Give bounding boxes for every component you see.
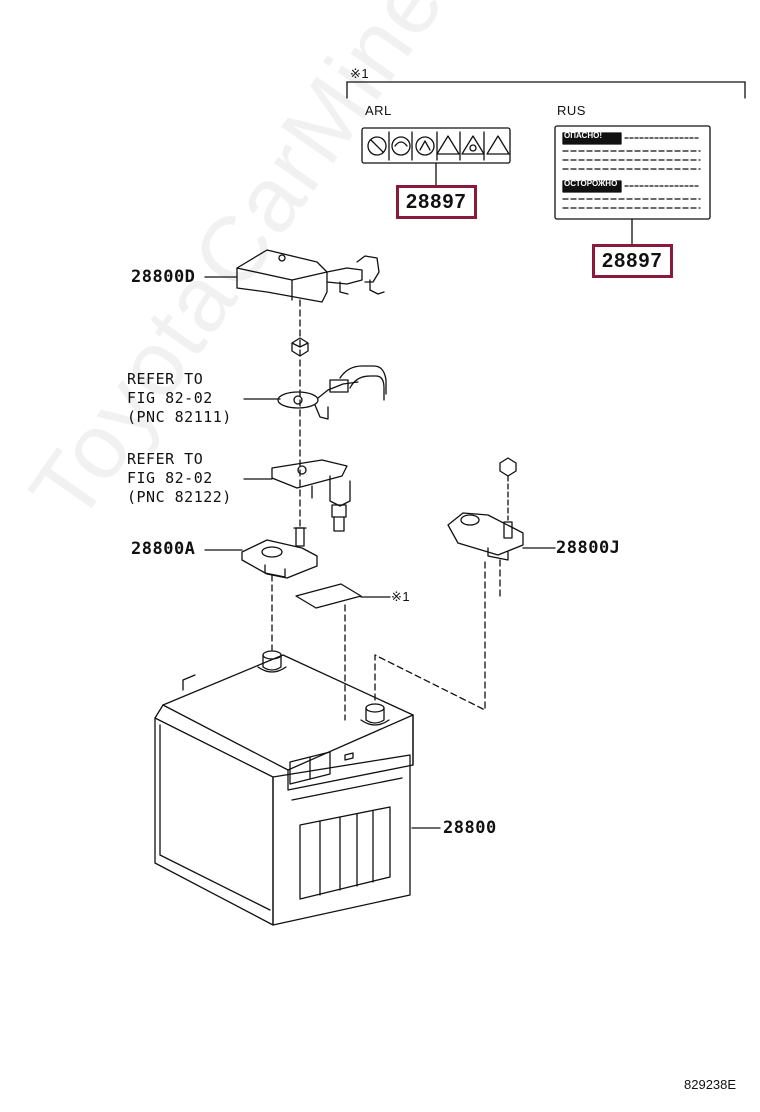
figure-id: 829238E — [684, 1077, 737, 1092]
pos-terminal-part-number[interactable]: 28800J — [556, 538, 621, 558]
bracket-2-drawing — [271, 459, 351, 532]
battery-drawing — [154, 650, 414, 926]
label-piece-drawing — [295, 583, 362, 609]
negative-terminal-drawing — [241, 527, 318, 579]
ref-82122-text: REFER TO FIG 82-02 (PNC 82122) — [127, 450, 232, 506]
rus-warning-2: ОСТОРОЖНО — [564, 179, 618, 188]
label-piece-note: ※1 — [391, 589, 411, 604]
cover-part-number[interactable]: 28800D — [131, 267, 196, 287]
battery-part-number[interactable]: 28800 — [443, 818, 497, 838]
cable-clamp-1-drawing — [277, 365, 387, 420]
rus-warning-1: ОПАСНО! — [564, 131, 602, 140]
arl-part-number[interactable]: 28897 — [396, 185, 477, 219]
ref-82111-text: REFER TO FIG 82-02 (PNC 82111) — [127, 370, 232, 426]
variant-note-mark: ※1 — [350, 66, 370, 81]
neg-terminal-part-number[interactable]: 28800A — [131, 539, 196, 559]
arl-label-sticker — [361, 127, 511, 164]
nut-drawing — [291, 337, 309, 357]
variant-bracket — [346, 81, 746, 99]
rus-part-number[interactable]: 28897 — [592, 244, 673, 278]
arl-variant-label: ARL — [365, 103, 392, 118]
positive-terminal-drawing — [447, 457, 524, 561]
terminal-cover-drawing — [236, 249, 385, 303]
rus-variant-label: RUS — [557, 103, 586, 118]
pos-axis-line — [374, 559, 501, 711]
